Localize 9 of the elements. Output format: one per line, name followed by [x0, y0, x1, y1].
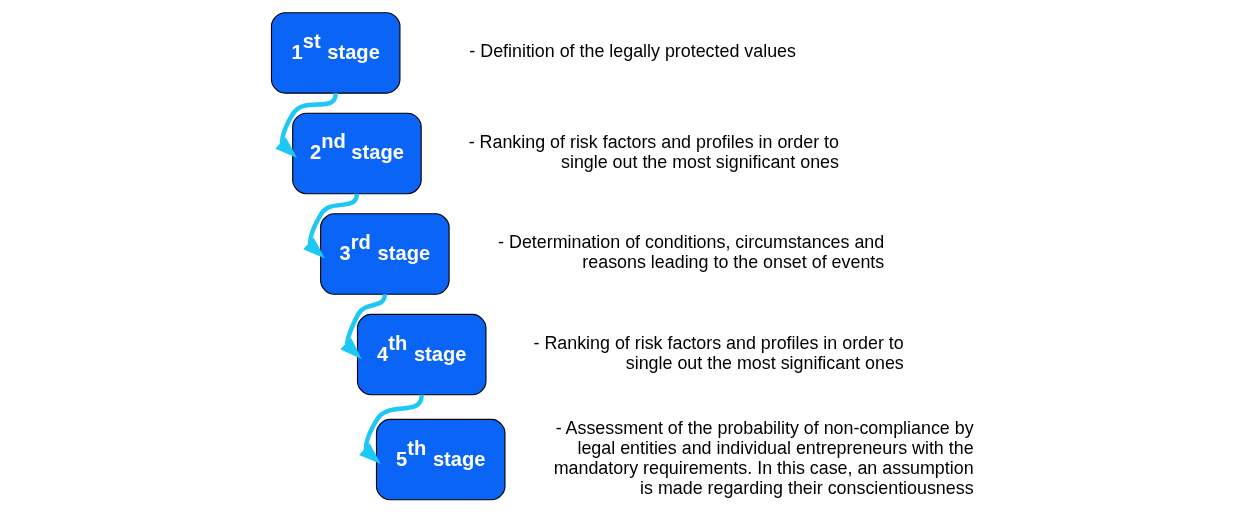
node-label: - Definition of the legally protected values	[468, 41, 796, 62]
arrow	[302, 193, 359, 259]
node-label: - Determination of conditions, circumstances and reasons leading to the onset of events	[497, 232, 884, 273]
node-label: - Assessment of the probability of non-compliance by legal entities and individual entrepreneurs with the mandatory requirements. In this case, an assumption is made regarding their conscientiousness	[553, 417, 974, 498]
arrow	[274, 92, 338, 158]
arrow	[339, 294, 387, 360]
node-label: - Ranking of risk factors and profiles in order to single out the most significant ones	[468, 131, 839, 172]
node-label: - Ranking of risk factors and profiles in order to single out the most significant ones	[533, 332, 904, 373]
arrow	[358, 394, 424, 465]
